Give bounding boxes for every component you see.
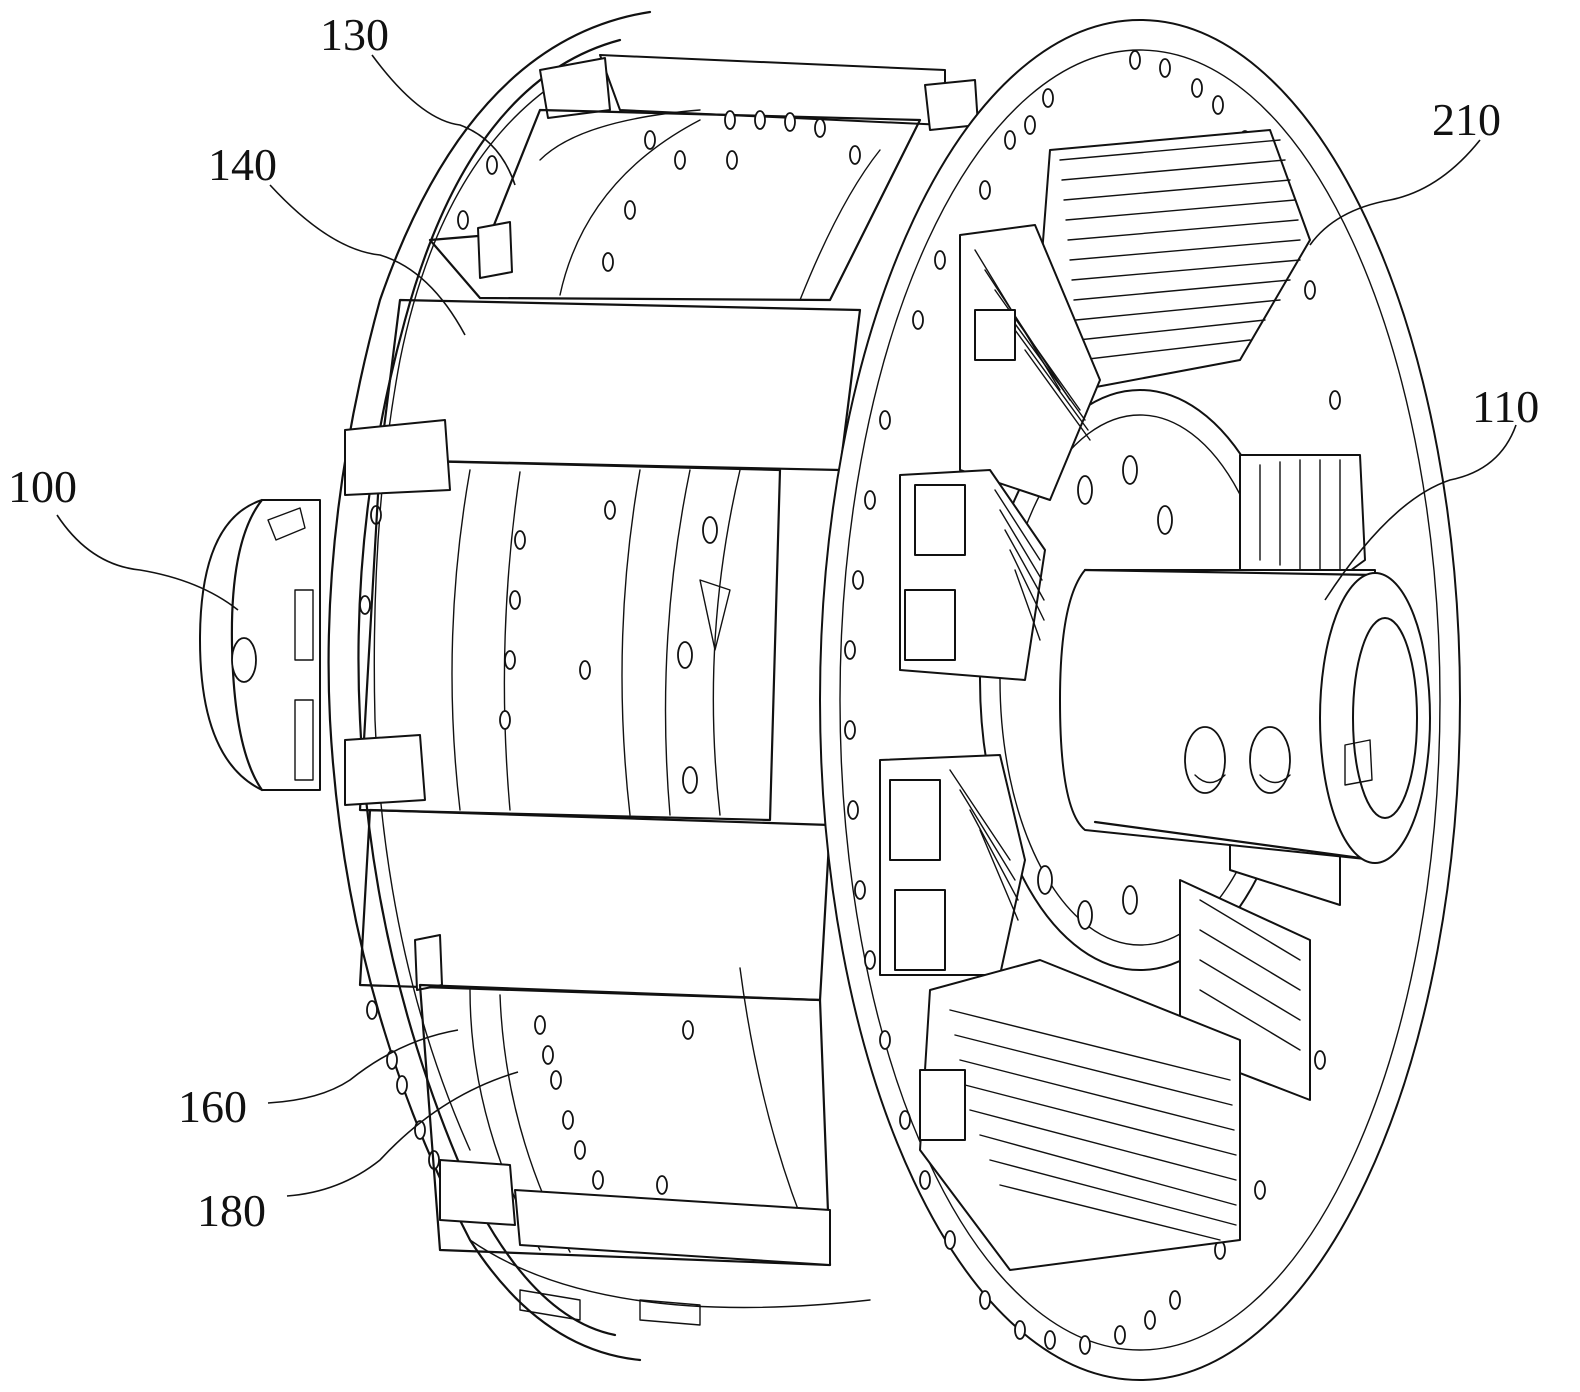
upper-window xyxy=(428,108,922,302)
leader-110 xyxy=(1324,424,1517,601)
back-ring-holes xyxy=(359,155,498,1210)
bottom-arc xyxy=(469,1239,871,1326)
heatsink-upper-left xyxy=(959,224,1101,501)
left-shaft xyxy=(199,498,321,792)
back-flange-ring xyxy=(327,10,652,1362)
label-180: 180 xyxy=(197,1185,266,1236)
leader-100 xyxy=(56,514,239,611)
leader-lines xyxy=(56,54,1517,1197)
leader-210 xyxy=(1309,139,1481,246)
label-130: 130 xyxy=(320,9,389,60)
heatsink-middle-left xyxy=(899,469,1046,681)
lower-window xyxy=(418,967,832,1267)
heatsink-middle-lower-left xyxy=(879,754,1026,976)
heatsink-bottom xyxy=(919,959,1241,1271)
top-frame-bar xyxy=(539,54,979,131)
label-110: 110 xyxy=(1472,381,1539,432)
front-shaft xyxy=(1059,568,1431,864)
label-160: 160 xyxy=(178,1081,247,1132)
leader-140 xyxy=(269,184,466,336)
lower-frame-bar xyxy=(358,808,832,1002)
label-210: 210 xyxy=(1432,94,1501,145)
reference-labels: 130 140 210 110 100 160 180 xyxy=(8,9,1539,1236)
label-140: 140 xyxy=(208,139,277,190)
heatsink-top xyxy=(1039,129,1311,391)
central-window xyxy=(344,419,782,822)
leader-130 xyxy=(371,54,516,186)
leader-160 xyxy=(267,1029,459,1104)
leader-180 xyxy=(286,1071,519,1197)
middle-frame-bar xyxy=(378,298,862,472)
label-100: 100 xyxy=(8,461,77,512)
